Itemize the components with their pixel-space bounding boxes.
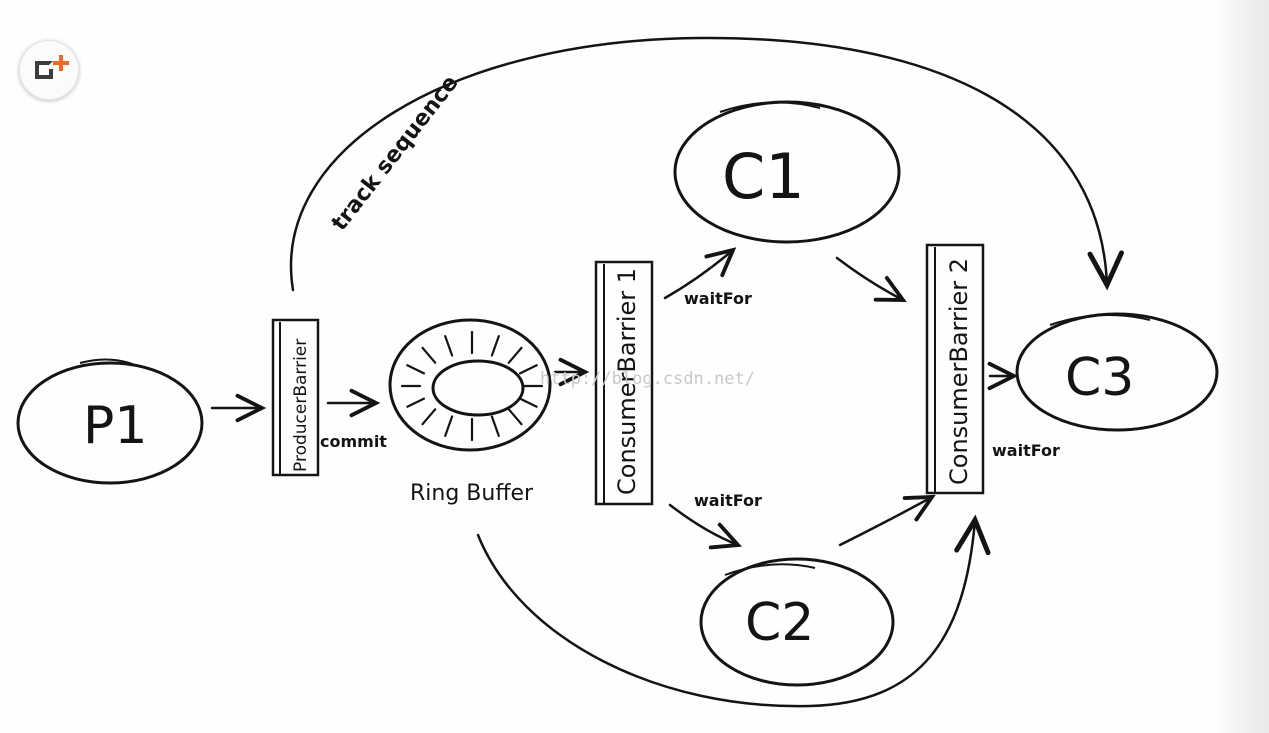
- ring-buffer-slot: [444, 415, 454, 437]
- ring-buffer-slot: [518, 364, 538, 375]
- plus-icon-vertical: [59, 55, 63, 71]
- arrow-c1-to-consumer-barrier-2: [835, 256, 907, 302]
- producer-barrier: ProducerBarrier: [271, 318, 320, 477]
- node-c3: C3: [1015, 312, 1219, 432]
- node-c2: C2: [699, 557, 895, 687]
- consumer-barrier-1-label: ConsumerBarrier 1: [613, 268, 641, 495]
- arrow-consumer-barrier-1-to-c2: [668, 503, 743, 550]
- ring-buffer-slot: [518, 397, 538, 408]
- ring-buffer-slot: [421, 346, 437, 364]
- scroll-edge-shadow: [1215, 0, 1269, 733]
- node-c1-label: C1: [722, 140, 805, 213]
- waitfor-c2-label: waitFor: [694, 491, 762, 510]
- watermark-text: http://blog.csdn.net/: [540, 369, 755, 389]
- node-c1: C1: [673, 100, 901, 244]
- arrow-track-sequence: [289, 36, 1124, 292]
- add-frame-button[interactable]: [19, 40, 79, 100]
- ring-buffer-slot: [490, 335, 500, 357]
- waitfor-c3-label: waitFor: [992, 441, 1060, 460]
- add-frame-icon: [35, 61, 53, 79]
- node-p1-label: P1: [83, 396, 147, 456]
- producer-barrier-label: ProducerBarrier: [291, 339, 311, 472]
- ring-buffer: Ring Buffer: [388, 318, 552, 506]
- arrow-c2-to-consumer-barrier-2: [838, 494, 936, 547]
- add-frame-icon-part: [49, 69, 53, 79]
- waitfor-c1-label: waitFor: [684, 289, 752, 308]
- arrow-ring-buffer-to-consumer-barrier-2: [476, 514, 991, 708]
- ring-buffer-slot: [507, 408, 523, 426]
- node-c2-label: C2: [745, 593, 814, 653]
- ring-buffer-slot: [507, 346, 523, 364]
- ring-buffer-slot: [406, 364, 426, 375]
- ring-buffer-slot: [406, 397, 426, 408]
- arrow-consumer-barrier-1-to-c1: [663, 247, 737, 300]
- consumer-barrier-2-label: ConsumerBarrier 2: [945, 258, 973, 485]
- consumer-barrier-1: ConsumerBarrier 1: [594, 260, 654, 506]
- node-p1: P1: [16, 358, 204, 485]
- track-sequence-label: track sequence: [327, 71, 463, 236]
- node-c3-label: C3: [1065, 348, 1134, 408]
- commit-label: commit: [320, 432, 387, 451]
- ring-buffer-slot: [444, 335, 454, 357]
- ring-buffer-label: Ring Buffer: [410, 481, 534, 506]
- consumer-barrier-2: ConsumerBarrier 2: [925, 243, 985, 495]
- ring-buffer-slot: [421, 408, 437, 426]
- ring-buffer-slot: [490, 415, 500, 437]
